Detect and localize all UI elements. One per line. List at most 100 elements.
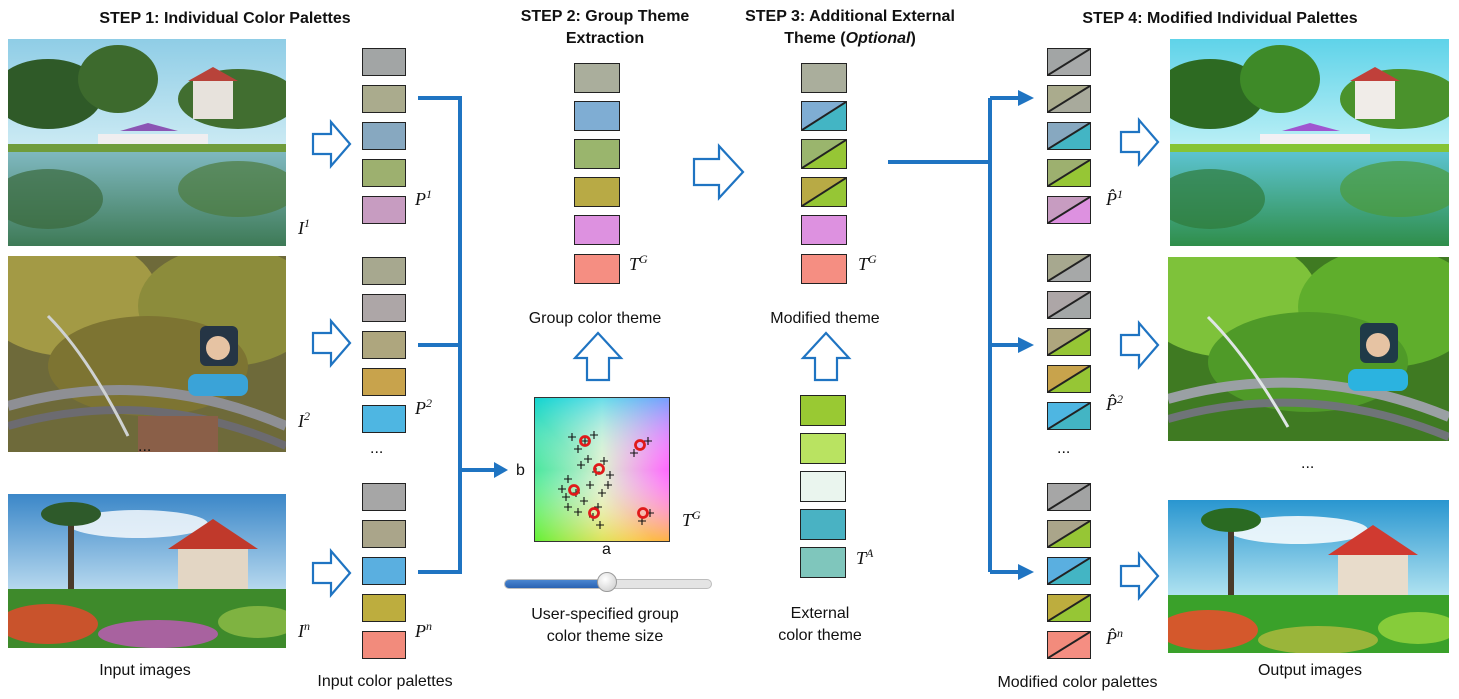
block-arrow-in <box>311 548 352 598</box>
arrowhead-mpn <box>1018 564 1034 580</box>
palette-pn-swatch <box>362 557 406 585</box>
modified-theme-swatch <box>801 254 847 284</box>
group-theme <box>574 63 622 285</box>
external-theme <box>800 395 848 581</box>
input-image-2 <box>8 256 286 452</box>
input-ellipsis: ... <box>138 438 152 455</box>
group-theme-caption: Group color theme <box>528 310 662 327</box>
modified-pn-swatch <box>1047 483 1091 511</box>
modified-p2-swatch <box>1047 402 1091 430</box>
palette-p1-swatch <box>362 48 406 76</box>
group-theme-swatch <box>574 63 620 93</box>
modified-p2-swatch <box>1047 328 1091 356</box>
block-arrow-o1 <box>1119 117 1160 167</box>
step1-title: STEP 1: Individual Color Palettes <box>99 10 351 27</box>
output-ellipsis: ... <box>1301 455 1315 472</box>
block-arrow-i1 <box>311 119 352 169</box>
modified-p1-swatch <box>1047 122 1091 150</box>
group-theme-swatch <box>574 139 620 169</box>
step3-title-line2: Theme (Optional) <box>730 28 970 50</box>
label-ta: TA <box>856 546 874 568</box>
palette-p1-swatch <box>362 122 406 150</box>
modified-theme-swatch <box>801 177 847 207</box>
modified-pn-swatch <box>1047 631 1091 659</box>
modified-palette-ellipsis: ... <box>1057 440 1071 457</box>
group-theme-swatch <box>574 215 620 245</box>
palette-p1-swatch <box>362 159 406 187</box>
label-i2: I2 <box>298 409 310 431</box>
slider-fill <box>505 580 608 588</box>
modified-theme-caption: Modified theme <box>770 310 880 327</box>
label-i1: I1 <box>298 216 310 238</box>
palette-pn <box>362 483 408 668</box>
user-size-caption: User-specified group color theme size <box>505 604 705 648</box>
user-size-caption-line1: User-specified group <box>531 606 679 623</box>
group-theme-swatch <box>574 177 620 207</box>
block-arrow-o2 <box>1119 320 1160 370</box>
modified-theme-swatch <box>801 101 847 131</box>
slider-thumb[interactable] <box>597 572 617 592</box>
palette-p1-swatch <box>362 85 406 113</box>
external-caption-line2: color theme <box>778 627 862 644</box>
modified-palette-p2 <box>1047 254 1093 439</box>
user-size-caption-line2: color theme size <box>546 628 664 645</box>
external-theme-swatch <box>800 509 846 540</box>
palette-p2-swatch <box>362 368 406 396</box>
step3-title-paren-open: Theme ( <box>784 30 846 47</box>
external-caption-line1: External <box>790 605 850 622</box>
step3-title-optional: Optional <box>845 30 911 47</box>
connector-p1 <box>418 96 462 574</box>
modified-p2-swatch <box>1047 291 1091 319</box>
palette-p2-swatch <box>362 294 406 322</box>
palette-pn-swatch <box>362 483 406 511</box>
modified-palettes-caption: Modified color palettes <box>997 674 1158 691</box>
modified-theme-swatch <box>801 139 847 169</box>
palette-p1-swatch <box>362 196 406 224</box>
external-theme-swatch <box>800 433 846 464</box>
modified-pn-swatch <box>1047 520 1091 548</box>
step2-title: STEP 2: Group Theme Extraction <box>495 6 715 50</box>
modified-p1-swatch <box>1047 85 1091 113</box>
color-plane-plot <box>534 397 670 542</box>
palette-p2 <box>362 257 408 442</box>
label-tg-modified: TG <box>858 252 877 274</box>
label-p1: P1 <box>415 187 432 209</box>
theme-size-slider[interactable] <box>504 572 712 594</box>
label-in: In <box>298 619 310 641</box>
output-image-2 <box>1168 257 1449 441</box>
palette-pn-swatch <box>362 631 406 659</box>
input-palettes-caption: Input color palettes <box>317 673 453 690</box>
modified-p2-swatch <box>1047 365 1091 393</box>
modified-theme-swatch <box>801 63 847 93</box>
modified-theme <box>801 63 849 285</box>
group-theme-swatch <box>574 254 620 284</box>
palette-pn-swatch <box>362 520 406 548</box>
input-images-caption: Input images <box>99 662 191 679</box>
modified-p1-swatch <box>1047 159 1091 187</box>
step3-title-line1: STEP 3: Additional External <box>745 8 955 25</box>
step3-title-paren-close: ) <box>910 30 916 47</box>
output-image-1 <box>1170 39 1449 246</box>
palette-ellipsis: ... <box>370 440 384 457</box>
axis-label-a: a <box>602 541 611 558</box>
arrowhead-mp1 <box>1018 90 1034 106</box>
step2-title-line2: Extraction <box>565 30 645 47</box>
external-theme-swatch <box>800 471 846 502</box>
modified-palette-pn <box>1047 483 1093 668</box>
label-pn: Pn <box>415 619 432 641</box>
axis-label-b: b <box>516 462 525 479</box>
label-phat2: P̂2 <box>1106 392 1123 414</box>
input-image-1 <box>8 39 286 246</box>
modified-pn-swatch <box>1047 557 1091 585</box>
modified-p1-swatch <box>1047 196 1091 224</box>
label-tg-group: TG <box>629 252 648 274</box>
external-theme-caption: External color theme <box>760 603 880 647</box>
step4-title: STEP 4: Modified Individual Palettes <box>1082 10 1358 27</box>
label-phatn: P̂n <box>1106 626 1123 648</box>
palette-pn-swatch <box>362 594 406 622</box>
arrowhead-mp2 <box>1018 337 1034 353</box>
block-arrow-up-modified <box>800 331 852 382</box>
modified-pn-swatch <box>1047 594 1091 622</box>
block-arrow-i2 <box>311 318 352 368</box>
